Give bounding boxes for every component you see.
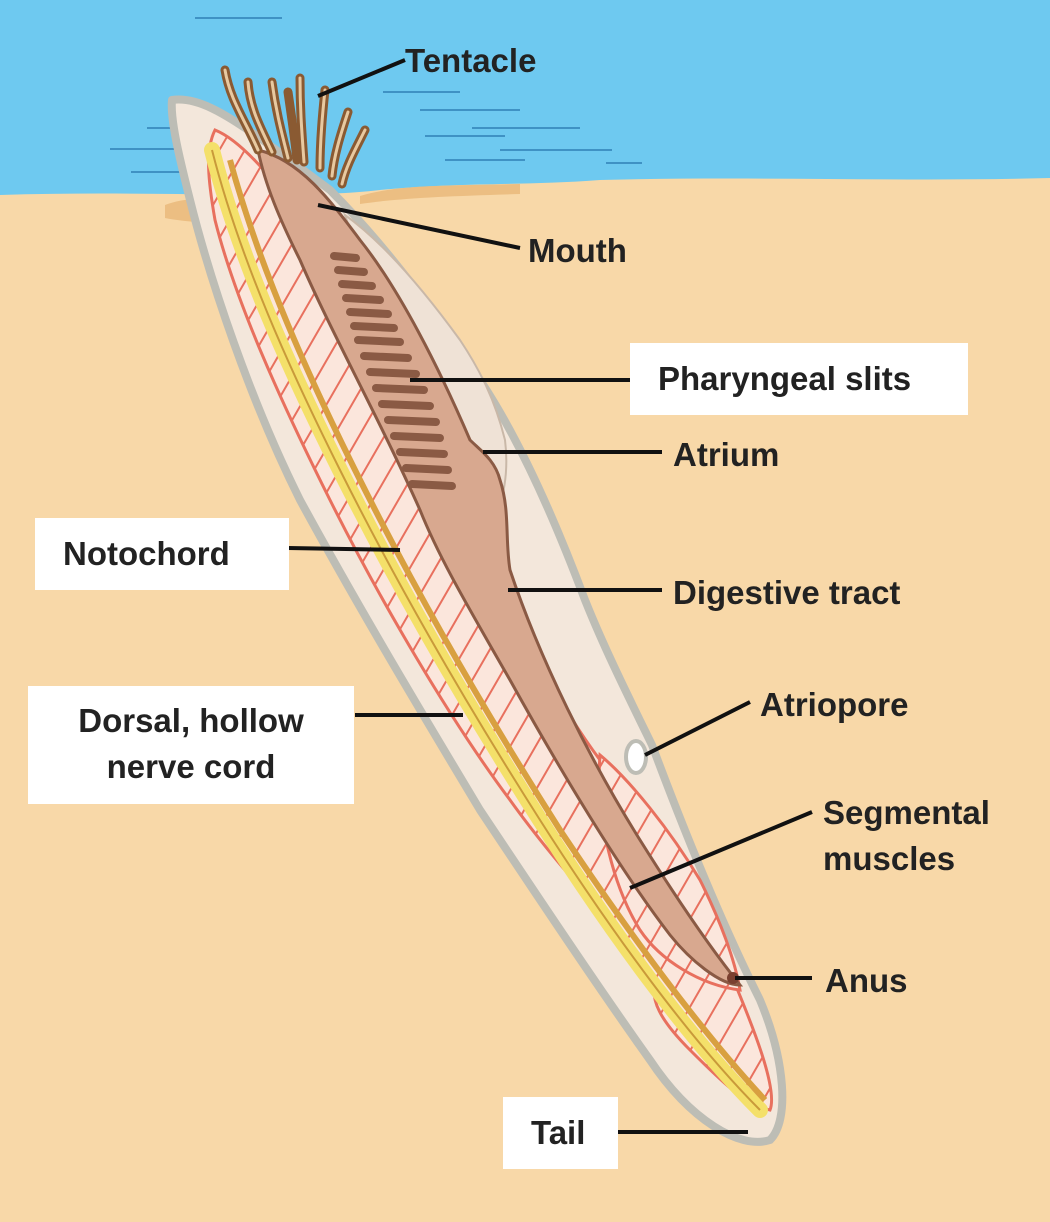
label-tail: Tail bbox=[503, 1097, 618, 1169]
label-nerve-cord-line2: nerve cord bbox=[56, 744, 326, 790]
label-segmental-muscles-line1: Segmental bbox=[823, 790, 990, 836]
leader-notochord bbox=[288, 548, 400, 550]
water-region bbox=[0, 0, 1050, 205]
label-pharyngeal-slits: Pharyngeal slits bbox=[630, 343, 968, 415]
label-nerve-cord: Dorsal, hollow nerve cord bbox=[28, 686, 354, 804]
label-segmental-muscles: Segmental muscles bbox=[823, 790, 990, 882]
label-atrium: Atrium bbox=[673, 432, 779, 478]
label-atriopore: Atriopore bbox=[760, 682, 909, 728]
label-anus: Anus bbox=[825, 958, 908, 1004]
atriopore-opening bbox=[626, 741, 646, 773]
label-digestive-tract: Digestive tract bbox=[673, 570, 900, 616]
label-nerve-cord-line1: Dorsal, hollow bbox=[56, 698, 326, 744]
label-notochord: Notochord bbox=[35, 518, 289, 590]
label-tentacle: Tentacle bbox=[405, 38, 536, 84]
label-segmental-muscles-line2: muscles bbox=[823, 836, 990, 882]
label-mouth: Mouth bbox=[528, 228, 627, 274]
